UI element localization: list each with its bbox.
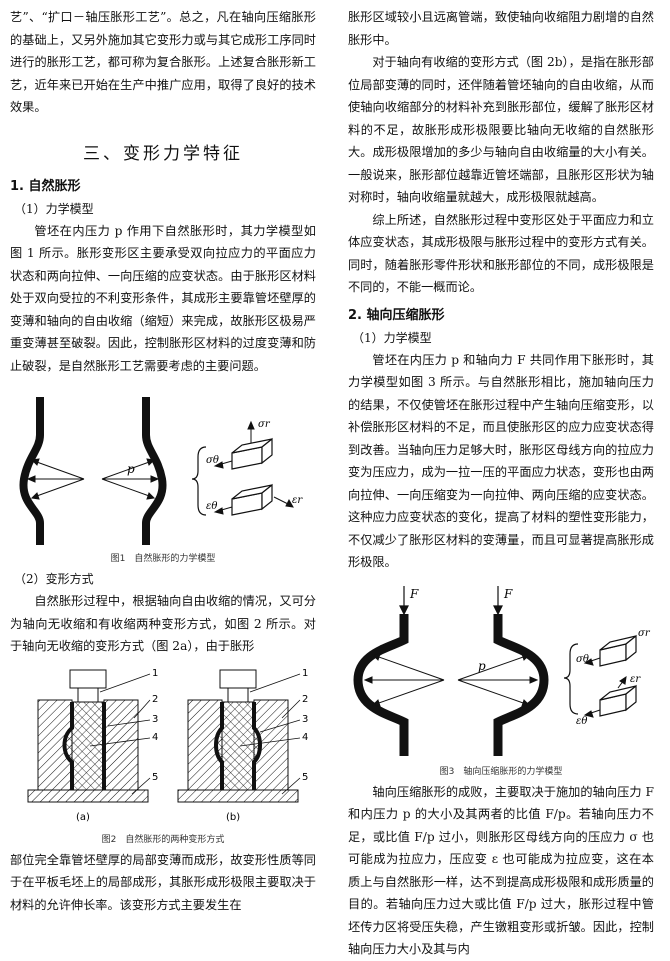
left-paragraph-top: 艺”、“扩口－轴压胀形工艺”。总之，凡在轴向压缩胀形的基础上，又另外施加其它变形… [10, 10, 316, 114]
fig2b-label-4: 4 [302, 732, 308, 743]
fig2a-label-4: 4 [152, 732, 158, 743]
figure-1-caption: 图1 自然胀形的力学模型 [110, 554, 216, 564]
right-column: 胀形区域较小且远离管端，致使轴向收缩阻力剧增的自然胀形中。 对于轴向有收缩的变形… [348, 6, 654, 961]
figure-3: F F p [348, 584, 654, 777]
fig3-eps-theta-label: εθ [576, 716, 587, 727]
right-paragraph-bottom: 轴向压缩胀形的成败，主要取决于施加的轴向压力 F 和内压力 p 的大小及其两者的… [348, 784, 654, 957]
fig3-sigma-theta-label: σθ [576, 654, 589, 665]
heading-axial-compression-bulging: 2. 轴向压缩胀形 [348, 307, 445, 323]
fig1-eps-r-label: εr [292, 495, 303, 506]
left-column: 艺”、“扩口－轴压胀形工艺”。总之，凡在轴向压缩胀形的基础上，又另外施加其它变形… [10, 6, 316, 916]
fig2a-label-3: 3 [152, 714, 158, 725]
heading-mechanical-model: （1）力学模型 [14, 201, 94, 216]
fig1-eps-theta-label: εθ [206, 501, 217, 512]
fig2b-label-3: 3 [302, 714, 308, 725]
fig1-sigma-theta-label: σθ [206, 455, 219, 466]
fig1-stress-element [231, 437, 273, 470]
fig3-force-right-label: F [503, 587, 513, 601]
paragraph-axial-mechanical-model: 管坯在内压力 p 和轴向力 F 共同作用下胀形时，其力学模型如图 3 所示。与自… [348, 352, 654, 570]
fig3-strain-element [599, 684, 637, 717]
right-paragraph-top: 胀形区域较小且远离管端，致使轴向收缩阻力剧增的自然胀形中。 [348, 10, 654, 47]
figure-2b [177, 669, 299, 802]
fig2a-label-1: 1 [152, 668, 158, 679]
fig3-sigma-r-label: σr [638, 628, 651, 639]
fig2b-label-5: 5 [302, 772, 308, 783]
heading-deformation-mode: （2）变形方式 [14, 572, 94, 586]
figure-2-diagram: 1 2 3 4 5 1 2 3 4 5 (a) (b) [27, 668, 308, 823]
figure-2: 1 2 3 4 5 1 2 3 4 5 (a) (b) 图2 自然胀形的两种变形… [10, 662, 316, 845]
fig2b-label-2: 2 [302, 694, 308, 705]
heading-axial-mechanical-model: （1）力学模型 [352, 330, 432, 345]
fig2-sublabel-b: (b) [226, 812, 240, 823]
fig3-force-left-label: F [409, 587, 419, 601]
paragraph-mechanical-model: 管坯在内压力 p 作用下自然胀形时，其力学模型如图 1 所示。胀形变形区主要承受… [10, 223, 316, 373]
figure-1-diagram: p σr σθ [19, 397, 303, 545]
fig2b-label-1: 1 [302, 668, 308, 679]
section-title: 三、变形力学特征 [83, 143, 243, 164]
figure-3-diagram: F F p [353, 585, 651, 756]
figure-3-caption: 图3 轴向压缩胀形的力学模型 [439, 766, 563, 777]
fig2-sublabel-a: (a) [76, 812, 90, 823]
fig1-strain-element [231, 483, 273, 516]
fig3-stress-element [599, 634, 637, 667]
left-paragraph-bottom: 部位完全靠管坯壁厚的局部变薄而成形，故变形性质等同于在平板毛坯上的局部成形，其胀… [10, 852, 316, 912]
paragraph-summary: 综上所述，自然胀形过程中变形区处于平面应力和立体应变状态，其成形极限与胀形过程中… [348, 212, 654, 295]
figure-1: p σr σθ [10, 387, 316, 564]
fig1-sigma-r-label: σr [258, 419, 271, 430]
figure-2-caption: 图2 自然胀形的两种变形方式 [101, 834, 225, 845]
figure-2a [27, 669, 149, 802]
paragraph-axial-shrink-mode: 对于轴向有收缩的变形方式（图 2b），是指在胀形部位局部变薄的同时，还伴随着管坯… [348, 55, 654, 204]
fig2a-label-5: 5 [152, 772, 158, 783]
fig2a-label-2: 2 [152, 694, 158, 705]
fig3-pressure-label: p [478, 659, 486, 673]
fig3-eps-r-label: εr [630, 674, 641, 685]
heading-natural-bulging: 1. 自然胀形 [10, 178, 81, 194]
paragraph-deformation-mode: 自然胀形过程中，根据轴向自由收缩的情况，又可分为轴向无收缩和有收缩两种变形方式，… [10, 594, 316, 653]
fig1-pressure-label: p [127, 462, 135, 476]
